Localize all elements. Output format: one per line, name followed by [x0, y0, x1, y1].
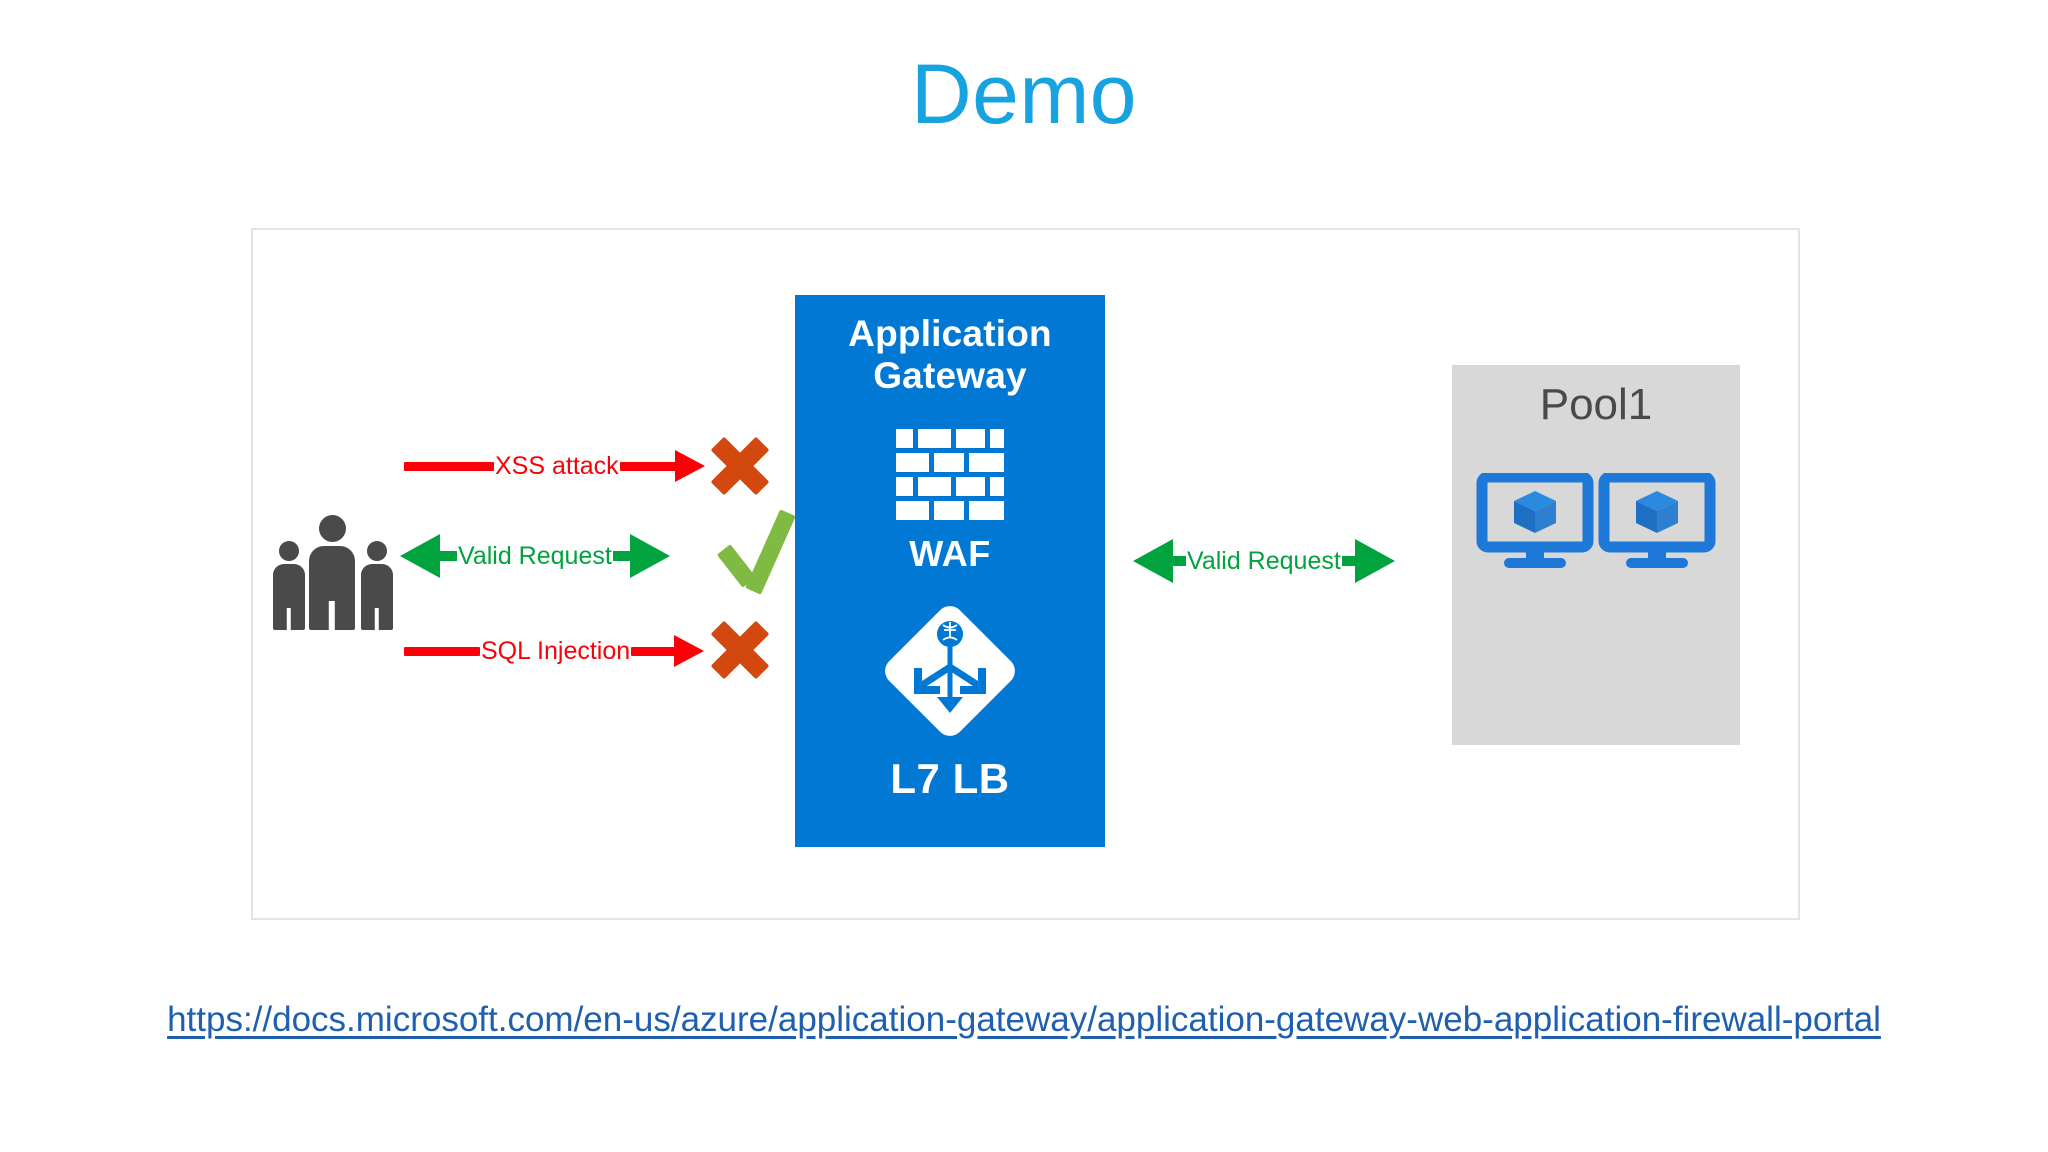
person-head [279, 541, 299, 561]
arrow-line [1172, 556, 1186, 566]
page-title: Demo [910, 47, 1138, 141]
flow-label: Valid Request [1187, 546, 1341, 575]
arrow-line [619, 461, 676, 471]
arrowhead-icon [1133, 539, 1173, 583]
arrow-line [404, 461, 494, 471]
flow-label: XSS attack [495, 451, 619, 480]
arrow-line [439, 551, 457, 561]
arrowhead-icon [674, 450, 705, 482]
documentation-link[interactable]: https://docs.microsoft.com/en-us/azure/a… [167, 1000, 1881, 1039]
person-head [367, 541, 387, 561]
person-silhouette [360, 541, 394, 630]
flow-xss-attack: XSS attack [404, 443, 744, 489]
arrowhead-icon [400, 534, 440, 578]
check-mark-icon [716, 509, 796, 595]
person-body [309, 546, 355, 630]
virtual-machine-icon [1598, 471, 1716, 569]
arrowhead-icon [674, 635, 705, 667]
arrow-line [1341, 556, 1356, 566]
flow-label: SQL Injection [481, 636, 631, 665]
flow-valid-request-backend: Valid Request [1133, 538, 1433, 584]
load-balancer-glyph [914, 621, 986, 714]
flow-label: Valid Request [458, 541, 612, 570]
person-body [273, 564, 305, 630]
person-silhouette [272, 541, 306, 630]
users-group-icon [272, 515, 394, 630]
person-head [318, 515, 346, 542]
application-gateway-box[interactable]: Application Gateway WAF [795, 295, 1105, 847]
person-silhouette [308, 515, 356, 630]
x-mark-icon [710, 436, 770, 496]
brick-wall-icon [896, 429, 1004, 521]
x-mark-icon [710, 620, 770, 680]
arrow-line [631, 646, 676, 656]
virtual-machine-icon [1476, 471, 1594, 569]
flow-valid-request-client: Valid Request [400, 533, 750, 579]
application-gateway-title: Application Gateway [795, 295, 1105, 397]
gateway-title-line-2: Gateway [873, 355, 1027, 397]
pool-title: Pool1 [1539, 380, 1653, 429]
waf-label: WAF [909, 533, 991, 575]
backend-pool-box[interactable]: Pool1 [1452, 365, 1740, 745]
arrowhead-icon [1354, 539, 1395, 583]
gateway-title-line-1: Application [848, 313, 1052, 354]
flow-sql-injection: SQL Injection [404, 628, 744, 674]
arrow-line [612, 551, 631, 561]
load-balancer-diamond-icon [879, 600, 1021, 743]
person-body [361, 564, 393, 630]
arrow-line [404, 646, 480, 656]
arrowhead-icon [629, 534, 670, 578]
l7-lb-label: L7 LB [890, 755, 1010, 803]
